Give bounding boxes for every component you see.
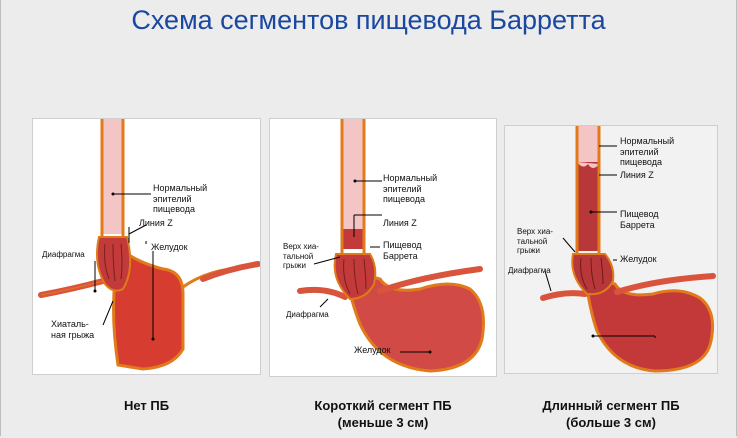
label-hiatal-hernia: Хиаталь- ная грыжа — [51, 319, 95, 340]
label-hernia-top: Верх хиа- тальной грыжи — [283, 242, 319, 270]
label-z-line: Линия Z — [139, 218, 173, 228]
label-hernia-top: Верх хиа- тальной грыжи — [517, 227, 553, 255]
label-barrett-esophagus: Пищевод Баррета — [383, 240, 422, 261]
label-diaphragm: Диафрагма — [42, 250, 85, 259]
panel-no-barrett: Нормальный эпителий пищевода Линия Z Жел… — [33, 119, 260, 374]
label-z-line: Линия Z — [620, 170, 654, 180]
diagram-no-barrett — [38, 119, 260, 371]
label-normal-epithelium: Нормальный эпителий пищевода — [620, 136, 675, 167]
diagram-short-segment — [297, 119, 485, 373]
caption-long-segment: Длинный сегмент ПБ (больше 3 см) — [542, 398, 680, 430]
label-stomach: Желудок — [151, 242, 188, 252]
label-stomach: Желудок — [354, 345, 391, 355]
caption-no-barrett: Нет ПБ — [123, 398, 170, 413]
panel-long-segment: Нормальный эпителий пищевода Линия Z Пищ… — [505, 126, 717, 373]
label-barrett-esophagus: Пищевод Баррета — [620, 209, 659, 230]
label-normal-epithelium: Нормальный эпителий пищевода — [383, 173, 438, 204]
caption-short-segment: Короткий сегмент ПБ (меньше 3 см) — [314, 398, 452, 430]
label-stomach: Желудок — [620, 254, 657, 264]
label-normal-epithelium: Нормальный эпителий пищевода — [153, 183, 208, 214]
label-diaphragm: Диафрагма — [286, 310, 329, 319]
slide-title: Схема сегментов пищевода Барретта — [131, 5, 606, 35]
label-diaphragm: Диафрагма — [508, 266, 551, 275]
diagram-long-segment — [540, 126, 716, 373]
panel-short-segment: Нормальный эпителий пищевода Линия Z Вер… — [270, 119, 496, 376]
label-z-line: Линия Z — [383, 218, 417, 228]
